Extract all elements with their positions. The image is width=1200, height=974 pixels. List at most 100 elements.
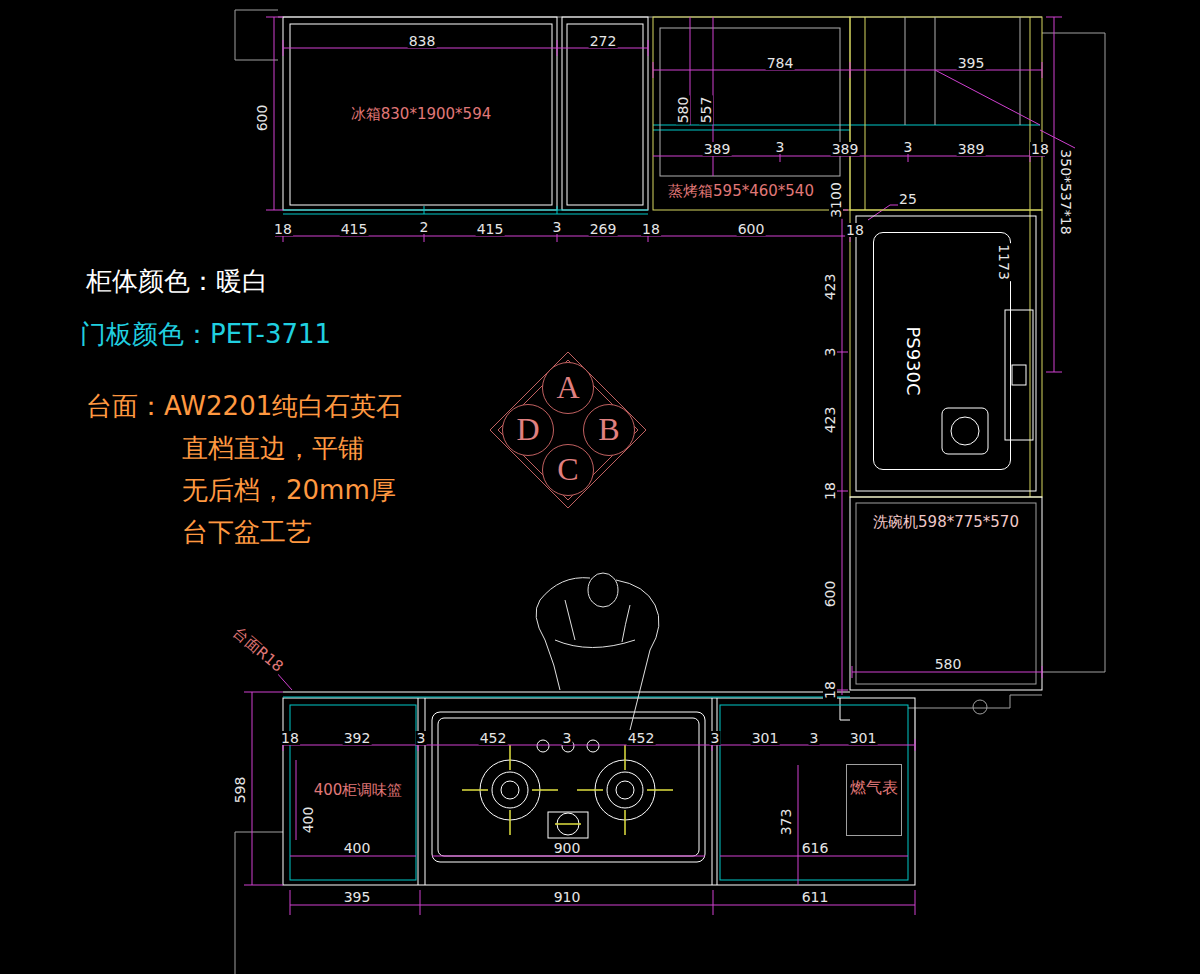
dimension-text: 18	[823, 481, 837, 501]
oven-box: 蒸烤箱595*460*540	[655, 178, 827, 204]
node-label: 蒸烤箱595*460*540	[668, 183, 814, 200]
base-cabinet	[283, 692, 850, 693]
dimension-text: 580	[676, 96, 690, 125]
compass-circle: A	[542, 362, 594, 414]
dimension-line	[283, 745, 915, 746]
compass-circle: D	[502, 404, 554, 456]
sink-detail	[1005, 310, 1033, 440]
dimension-text: 269	[589, 222, 618, 236]
node-label: PS930C	[903, 326, 923, 395]
base-door	[283, 697, 850, 698]
dimension-text: 3	[903, 140, 914, 154]
dimension-text: 910	[553, 890, 582, 904]
compass-letter: C	[557, 452, 578, 487]
dimension-text: 350*537*18	[1059, 148, 1073, 235]
dimension-text: 452	[479, 731, 508, 745]
dishwasher-inner	[856, 503, 1036, 684]
dimension-line	[290, 856, 416, 857]
spec-note: 门板颜色：PET-3711	[80, 319, 331, 349]
dimension-line	[1042, 666, 1043, 678]
spec-note: 柜体颜色：暖白	[86, 266, 268, 296]
base-cabinet	[840, 720, 850, 721]
compass-diamond	[490, 352, 646, 508]
base-door	[290, 705, 416, 880]
dimension-line	[557, 40, 558, 56]
door-line	[557, 206, 558, 214]
dimension-line	[836, 352, 848, 353]
dimension-line	[915, 890, 916, 915]
burner-cross	[532, 789, 558, 791]
dimension-line	[244, 885, 283, 886]
dishwasher-box: 洗碗机598*775*570	[852, 504, 1040, 540]
dimension-line	[266, 210, 283, 211]
dimension-text: 423	[823, 273, 837, 302]
dimension-line	[252, 692, 253, 885]
dishwasher-cabinet	[850, 497, 1042, 690]
dimension-line	[720, 856, 908, 857]
dimension-text: 616	[801, 841, 830, 855]
dimension-line	[836, 491, 848, 492]
door-line	[424, 206, 425, 214]
person-figure	[630, 605, 659, 730]
gas-meter-mark	[915, 708, 916, 750]
dimension-line	[836, 690, 848, 691]
node-label: 400柜调味篮	[314, 782, 403, 799]
sink-detail	[942, 408, 988, 454]
fridge-cabinet	[290, 24, 552, 205]
node-label: 燃气表	[850, 779, 898, 797]
person-figure	[540, 578, 655, 605]
compass-diamond	[490, 352, 646, 508]
burner-cross	[555, 823, 581, 825]
dimension-line	[1054, 17, 1055, 372]
dimension-text: 600	[737, 222, 766, 236]
base-cabinet	[283, 698, 915, 885]
corner-mark	[868, 70, 1075, 220]
oven-inner	[660, 17, 1020, 176]
dimension-text: 389	[703, 142, 732, 156]
dimension-text: 3	[710, 731, 721, 745]
fridge-box: 冰箱830*1900*594	[290, 24, 552, 205]
dimension-line	[244, 692, 283, 693]
door-line	[283, 210, 648, 211]
dimension-line	[1046, 17, 1062, 18]
dimension-text: 598	[233, 776, 247, 805]
dimension-text: 25	[898, 192, 918, 206]
oven-cabinet	[1030, 17, 1031, 497]
compass-letter: D	[516, 412, 539, 447]
dimension-text: 373	[779, 808, 793, 837]
dimension-text: 389	[957, 142, 986, 156]
dimension-text: 557	[699, 96, 713, 125]
base-door	[720, 705, 908, 880]
compass-circle: C	[542, 444, 594, 496]
dimension-line	[798, 765, 799, 885]
fridge-cabinet	[283, 17, 648, 210]
door-line	[283, 214, 648, 215]
person-figure	[565, 600, 630, 642]
dimension-text: 838	[408, 34, 437, 48]
dishwasher-cabinet	[850, 497, 1042, 690]
cooktop	[432, 712, 705, 862]
node-label: 冰箱830*1900*594	[351, 106, 491, 123]
dimension-text: 301	[751, 731, 780, 745]
door-line	[653, 125, 1040, 126]
sink-box: PS930C	[873, 232, 1011, 470]
cooktop	[616, 781, 634, 799]
fridge-cabinet	[567, 24, 643, 205]
dimension-text: 3	[809, 731, 820, 745]
dimension-text: 18	[845, 223, 865, 237]
dimension-text: 18	[273, 222, 293, 236]
dimension-text: 301	[849, 731, 878, 745]
dimension-text: 415	[476, 222, 505, 236]
dimension-line	[653, 62, 654, 78]
cooktop	[537, 740, 549, 752]
cooktop	[438, 718, 699, 856]
sink-detail	[1012, 365, 1026, 385]
gas-meter-box: 燃气表	[846, 764, 902, 836]
base-cabinet	[283, 692, 915, 885]
dimension-line	[290, 890, 291, 915]
person-figure	[536, 573, 659, 730]
node-label: 洗碗机598*775*570	[873, 514, 1019, 531]
base-cabinet	[418, 698, 419, 885]
